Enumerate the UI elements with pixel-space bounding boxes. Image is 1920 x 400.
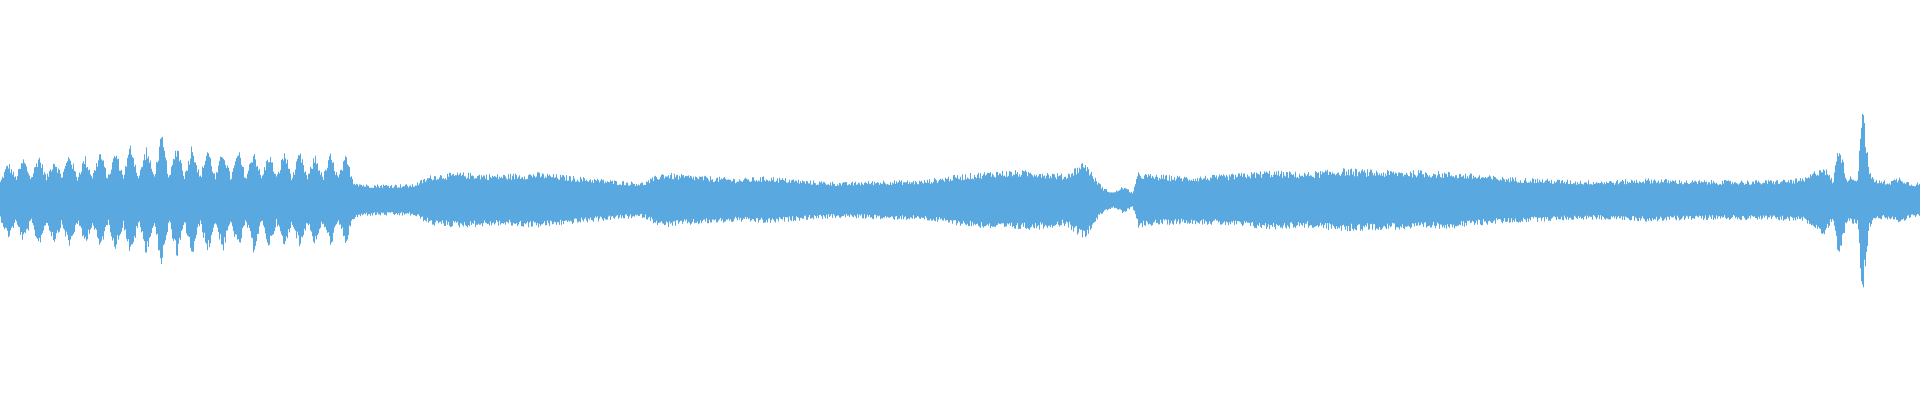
waveform-signal xyxy=(0,113,1920,288)
